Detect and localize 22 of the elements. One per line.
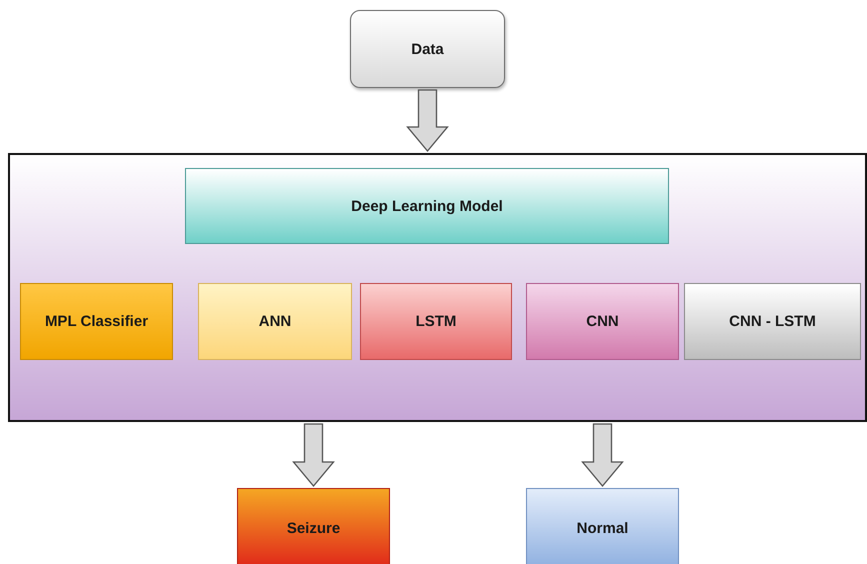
output-box [526,488,679,564]
data-box [350,10,505,88]
box-label: CNN - LSTM [729,313,816,330]
box-label: MPL Classifier [44,313,148,330]
box-label: Deep Learning Model [351,198,503,214]
block-arrow [292,423,335,488]
box-label: Seizure [286,520,340,536]
model-container [8,153,867,422]
model-box [185,168,669,244]
box-label: LSTM [416,313,456,330]
classifier-box [526,283,679,360]
block-arrow [581,423,624,488]
box-label: ANN [258,313,292,330]
box-label: Normal [576,520,628,536]
box-label: CNN [586,313,619,330]
classifier-box [360,283,512,360]
box-label: Data [411,40,444,58]
block-arrow [406,89,449,152]
output-box [237,488,390,564]
classifier-box [20,283,173,360]
classifier-box [198,283,352,360]
classifier-box [684,283,861,360]
